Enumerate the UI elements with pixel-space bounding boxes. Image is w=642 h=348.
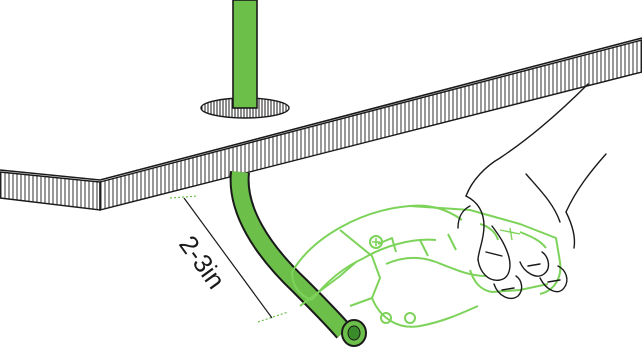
- hand: [458, 84, 606, 298]
- measurement-label: 2-3in: [173, 230, 231, 294]
- subfloor-board: [0, 0, 642, 210]
